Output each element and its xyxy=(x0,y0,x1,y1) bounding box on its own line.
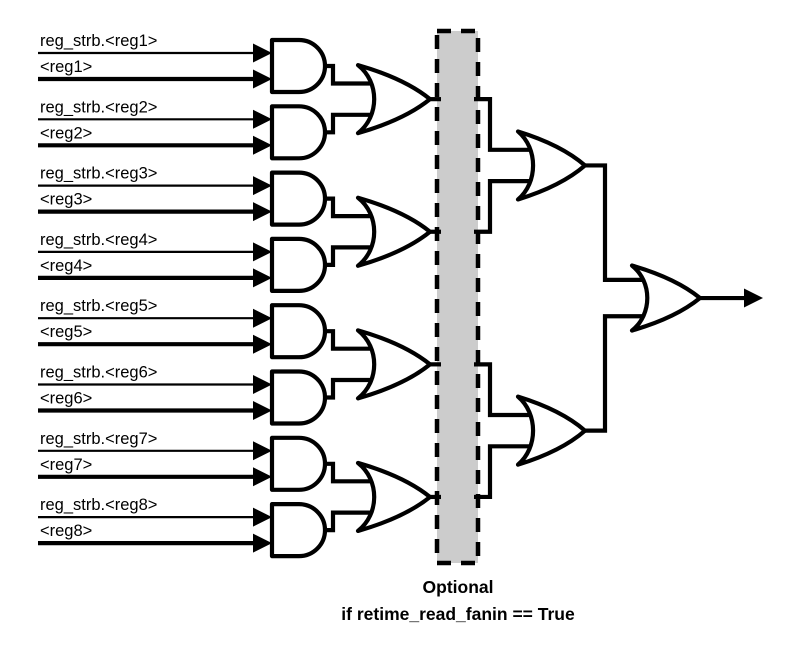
caption-line-2: if retime_read_fanin == True xyxy=(341,604,575,624)
arrowhead-strobe-5 xyxy=(253,308,272,328)
label-data-2: <reg2> xyxy=(40,124,92,142)
arrowhead-data-1 xyxy=(253,69,272,89)
arrowhead-data-6 xyxy=(253,401,272,420)
arrowhead-data-4 xyxy=(253,268,272,288)
input-signals-layer: reg_strb.<reg1> <reg1> reg_strb.<reg2> <reg… xyxy=(38,32,272,553)
or-stage3-layer xyxy=(585,163,763,433)
label-strobe-2: reg_strb.<reg2> xyxy=(40,98,157,116)
label-data-3: <reg3> xyxy=(40,191,92,209)
label-data-4: <reg4> xyxy=(40,257,92,275)
net-retime-to-or2-1 xyxy=(474,97,529,152)
arrowhead-data-5 xyxy=(253,334,272,354)
and-gate-6 xyxy=(269,369,328,426)
net-or2-to-or3-2 xyxy=(585,314,643,433)
arrowhead-strobe-8 xyxy=(253,507,272,527)
net-retime-to-or2-3 xyxy=(474,362,529,418)
or-gate-stage2-1 xyxy=(515,129,588,202)
arrowhead-strobe-4 xyxy=(253,242,272,262)
label-data-6: <reg6> xyxy=(40,390,92,408)
arrowhead-data-8 xyxy=(253,533,272,553)
label-strobe-1: reg_strb.<reg1> xyxy=(40,32,157,50)
or-gate-stage3-final xyxy=(629,263,703,333)
optional-retime-region xyxy=(434,28,481,566)
label-strobe-7: reg_strb.<reg7> xyxy=(40,430,157,448)
arrowhead-strobe-2 xyxy=(253,109,272,129)
or-gate-stage1-4 xyxy=(355,460,433,534)
net-and-to-or1-2 xyxy=(325,112,370,135)
or-gate-stage1-2 xyxy=(355,195,433,268)
and-gate-8 xyxy=(269,502,328,559)
arrowhead-strobe-1 xyxy=(253,43,272,63)
or-gate-stage1-1 xyxy=(355,63,433,136)
caption-line-1: Optional xyxy=(423,577,494,597)
or-gate-stage1-3 xyxy=(355,328,433,401)
arrowhead-strobe-3 xyxy=(253,176,272,196)
arrowhead-data-2 xyxy=(253,135,272,155)
label-strobe-3: reg_strb.<reg3> xyxy=(40,165,157,183)
net-retime-to-or2-2 xyxy=(474,178,529,234)
label-strobe-8: reg_strb.<reg8> xyxy=(40,496,157,514)
or-stage1-layer xyxy=(325,63,441,534)
arrowhead-data-3 xyxy=(253,202,272,222)
and-gate-1 xyxy=(269,37,328,95)
and-gate-7 xyxy=(269,435,328,492)
net-and-to-or1-6 xyxy=(325,377,370,400)
or-stage2-layer xyxy=(474,97,588,500)
label-strobe-5: reg_strb.<reg5> xyxy=(40,297,157,315)
or-gate-stage2-2 xyxy=(515,394,588,467)
and-gates-layer xyxy=(269,37,328,559)
net-retime-to-or2-4 xyxy=(474,444,529,500)
and-gate-4 xyxy=(269,236,328,293)
net-and-to-or1-1 xyxy=(325,63,370,86)
net-and-to-or1-7 xyxy=(325,461,370,484)
and-gate-5 xyxy=(269,303,328,360)
label-strobe-4: reg_strb.<reg4> xyxy=(40,231,157,249)
net-and-to-or1-4 xyxy=(325,245,370,267)
and-gate-2 xyxy=(269,104,328,161)
arrowhead-strobe-6 xyxy=(253,375,272,394)
arrowhead-strobe-7 xyxy=(253,441,272,461)
label-data-1: <reg1> xyxy=(40,58,92,76)
and-gate-3 xyxy=(269,170,328,227)
net-or2-to-or3-1 xyxy=(585,163,643,282)
arrowhead-data-7 xyxy=(253,467,272,487)
label-data-7: <reg7> xyxy=(40,456,92,474)
label-strobe-6: reg_strb.<reg6> xyxy=(40,364,157,382)
arrowhead-output xyxy=(744,288,763,308)
label-data-5: <reg5> xyxy=(40,323,92,341)
net-and-to-or1-5 xyxy=(325,329,370,351)
label-data-8: <reg8> xyxy=(40,522,92,540)
net-and-to-or1-3 xyxy=(325,196,370,219)
net-and-to-or1-8 xyxy=(325,510,370,533)
